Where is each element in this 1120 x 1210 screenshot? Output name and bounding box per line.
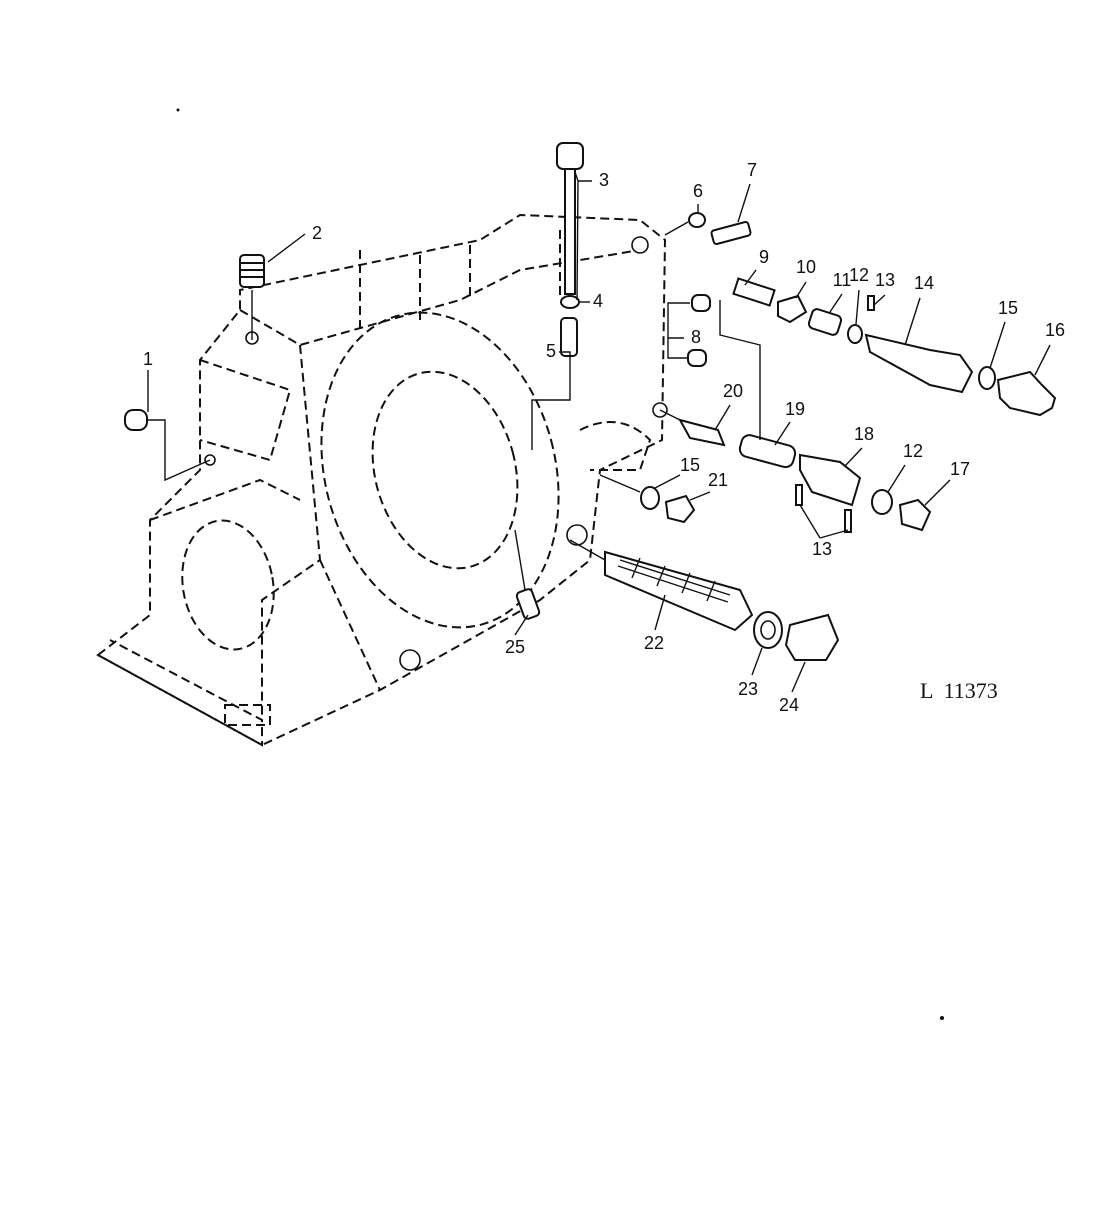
leader-lines xyxy=(147,171,1051,693)
callout-10: 10 xyxy=(796,257,816,277)
part-25-dowel xyxy=(515,588,541,620)
part-8-plug-a xyxy=(691,294,711,312)
part-3-dipstick xyxy=(556,142,584,170)
speck xyxy=(176,108,180,112)
part-10-cap xyxy=(777,294,808,324)
part-11-spring xyxy=(807,308,843,336)
part-1-plug xyxy=(124,409,148,431)
callout-21: 21 xyxy=(708,470,728,490)
part-16-switch xyxy=(996,370,1057,417)
part-18-valve xyxy=(799,453,862,507)
callout-12-top: 12 xyxy=(849,265,869,285)
part-24-plug xyxy=(784,613,840,661)
callout-13-top: 13 xyxy=(875,270,895,290)
part-21-plug xyxy=(664,494,696,524)
callout-20: 20 xyxy=(723,381,743,401)
speck xyxy=(940,1016,944,1020)
part-4-seal xyxy=(560,295,580,309)
callout-14: 14 xyxy=(914,273,934,293)
callout-24: 24 xyxy=(779,695,799,715)
callout-19: 19 xyxy=(785,399,805,419)
callout-15-top: 15 xyxy=(998,298,1018,318)
part-19-spring xyxy=(738,434,797,469)
part-13-pin xyxy=(867,295,875,311)
part-13-pin-b xyxy=(795,484,803,506)
callout-25: 25 xyxy=(505,637,525,657)
part-14-valve-body xyxy=(864,333,974,394)
callout-1: 1 xyxy=(143,349,153,369)
part-13-pin-c xyxy=(844,509,852,533)
callout-5: 5 xyxy=(546,341,556,361)
part-20-piston xyxy=(677,418,726,447)
part-8-plug-b xyxy=(687,349,707,367)
callout-13-bottom: 13 xyxy=(812,539,832,559)
callout-labels: 1 2 3 4 5 6 7 8 9 10 11 12 13 14 15 16 2… xyxy=(143,160,1065,715)
part-22-filter xyxy=(604,550,754,632)
transmission-housing xyxy=(96,213,668,747)
callout-9: 9 xyxy=(759,247,769,267)
drawing-reference-code: L 11373 xyxy=(920,678,998,703)
callout-8: 8 xyxy=(691,327,701,347)
callout-22: 22 xyxy=(644,633,664,653)
callout-17: 17 xyxy=(950,459,970,479)
part-3-dipstick-rod xyxy=(564,168,576,295)
part-7-bolt xyxy=(710,220,752,246)
callout-12-bottom: 12 xyxy=(903,441,923,461)
part-12-ring-b xyxy=(871,489,893,515)
part-15-washer xyxy=(978,366,996,390)
callout-2: 2 xyxy=(312,223,322,243)
callout-6: 6 xyxy=(693,181,703,201)
part-12-ring xyxy=(847,324,863,344)
parts xyxy=(124,142,1057,661)
callout-3: 3 xyxy=(599,170,609,190)
callout-4: 4 xyxy=(593,291,603,311)
callout-23: 23 xyxy=(738,679,758,699)
callout-7: 7 xyxy=(747,160,757,180)
part-5-tube xyxy=(560,317,578,357)
callout-18: 18 xyxy=(854,424,874,444)
part-17-plug xyxy=(898,498,932,532)
callout-16: 16 xyxy=(1045,320,1065,340)
part-6-washer xyxy=(688,212,706,228)
callout-11: 11 xyxy=(833,270,852,290)
part-15-washer-b xyxy=(640,486,660,510)
part-9-spring xyxy=(732,277,776,307)
callout-15-bottom: 15 xyxy=(680,455,700,475)
